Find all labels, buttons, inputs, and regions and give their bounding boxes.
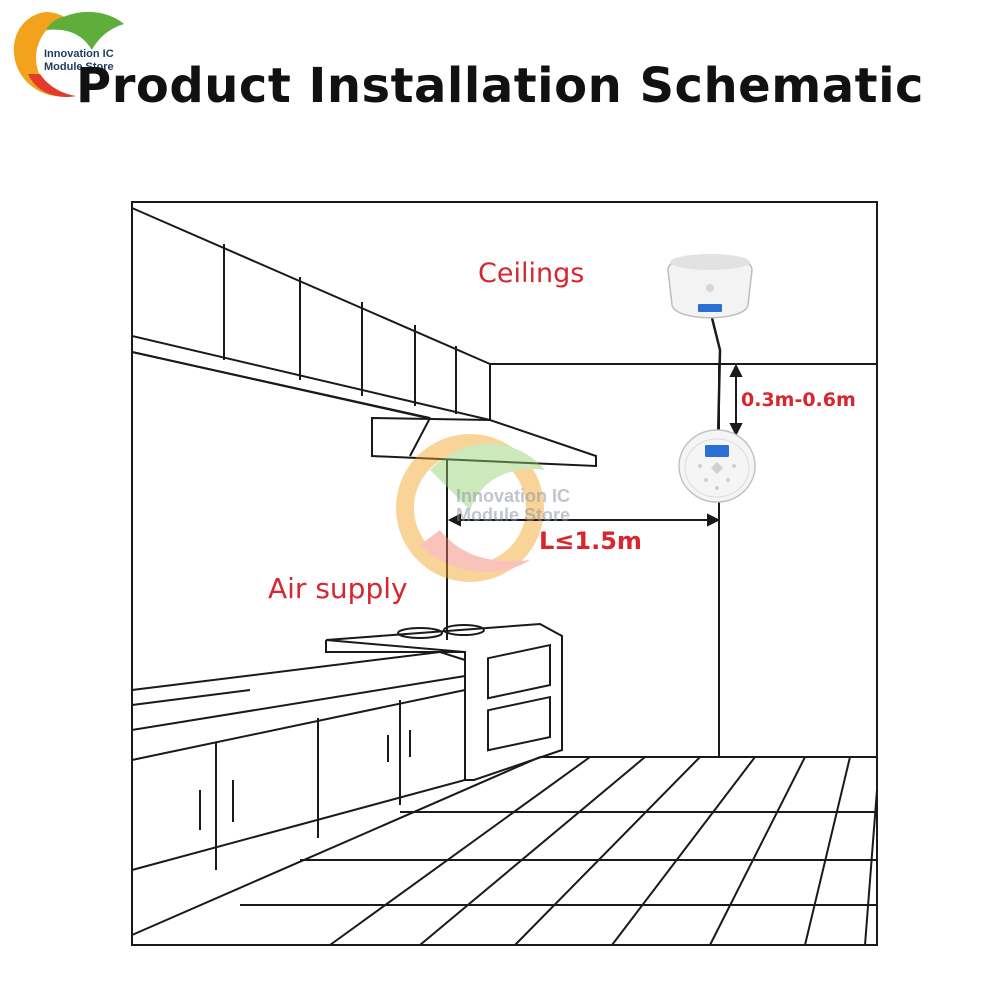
ceilings-label: Ceilings bbox=[478, 258, 585, 289]
stove bbox=[325, 622, 563, 781]
wall-detector bbox=[678, 429, 756, 503]
cabinet-bottom bbox=[131, 336, 491, 434]
distance-label: L≤1.5m bbox=[539, 527, 642, 555]
logo-line2: Module Store bbox=[44, 61, 114, 73]
watermark-text: Innovation IC Module Store bbox=[456, 487, 570, 525]
page-title: Product Installation Schematic bbox=[76, 58, 924, 114]
watermark-logo-icon bbox=[396, 434, 545, 582]
base-cabinets bbox=[131, 688, 466, 871]
diagram-frame bbox=[131, 201, 878, 946]
distance-dimension bbox=[447, 513, 721, 527]
wall-detector-lcd bbox=[705, 445, 729, 457]
oven-door-lower bbox=[487, 695, 551, 752]
ceiling-detector bbox=[667, 254, 753, 319]
watermark-line2: Module Store bbox=[456, 505, 571, 525]
detector-wire bbox=[710, 317, 722, 441]
watermark-line1: Innovation IC bbox=[456, 486, 570, 506]
oven-door-upper bbox=[487, 643, 551, 700]
leaf-logo-icon bbox=[13, 11, 124, 98]
vertical-distance-label: 0.3m-0.6m bbox=[741, 389, 856, 411]
logo-text: Innovation IC Module Store bbox=[44, 48, 114, 74]
logo-line1: Innovation IC bbox=[44, 48, 114, 60]
upper-cabinet-outline bbox=[131, 206, 491, 422]
air-supply-label: Air supply bbox=[268, 572, 408, 605]
countertop bbox=[131, 650, 466, 732]
store-logo: Innovation IC Module Store bbox=[6, 4, 126, 104]
vertical-dimension bbox=[729, 363, 743, 437]
